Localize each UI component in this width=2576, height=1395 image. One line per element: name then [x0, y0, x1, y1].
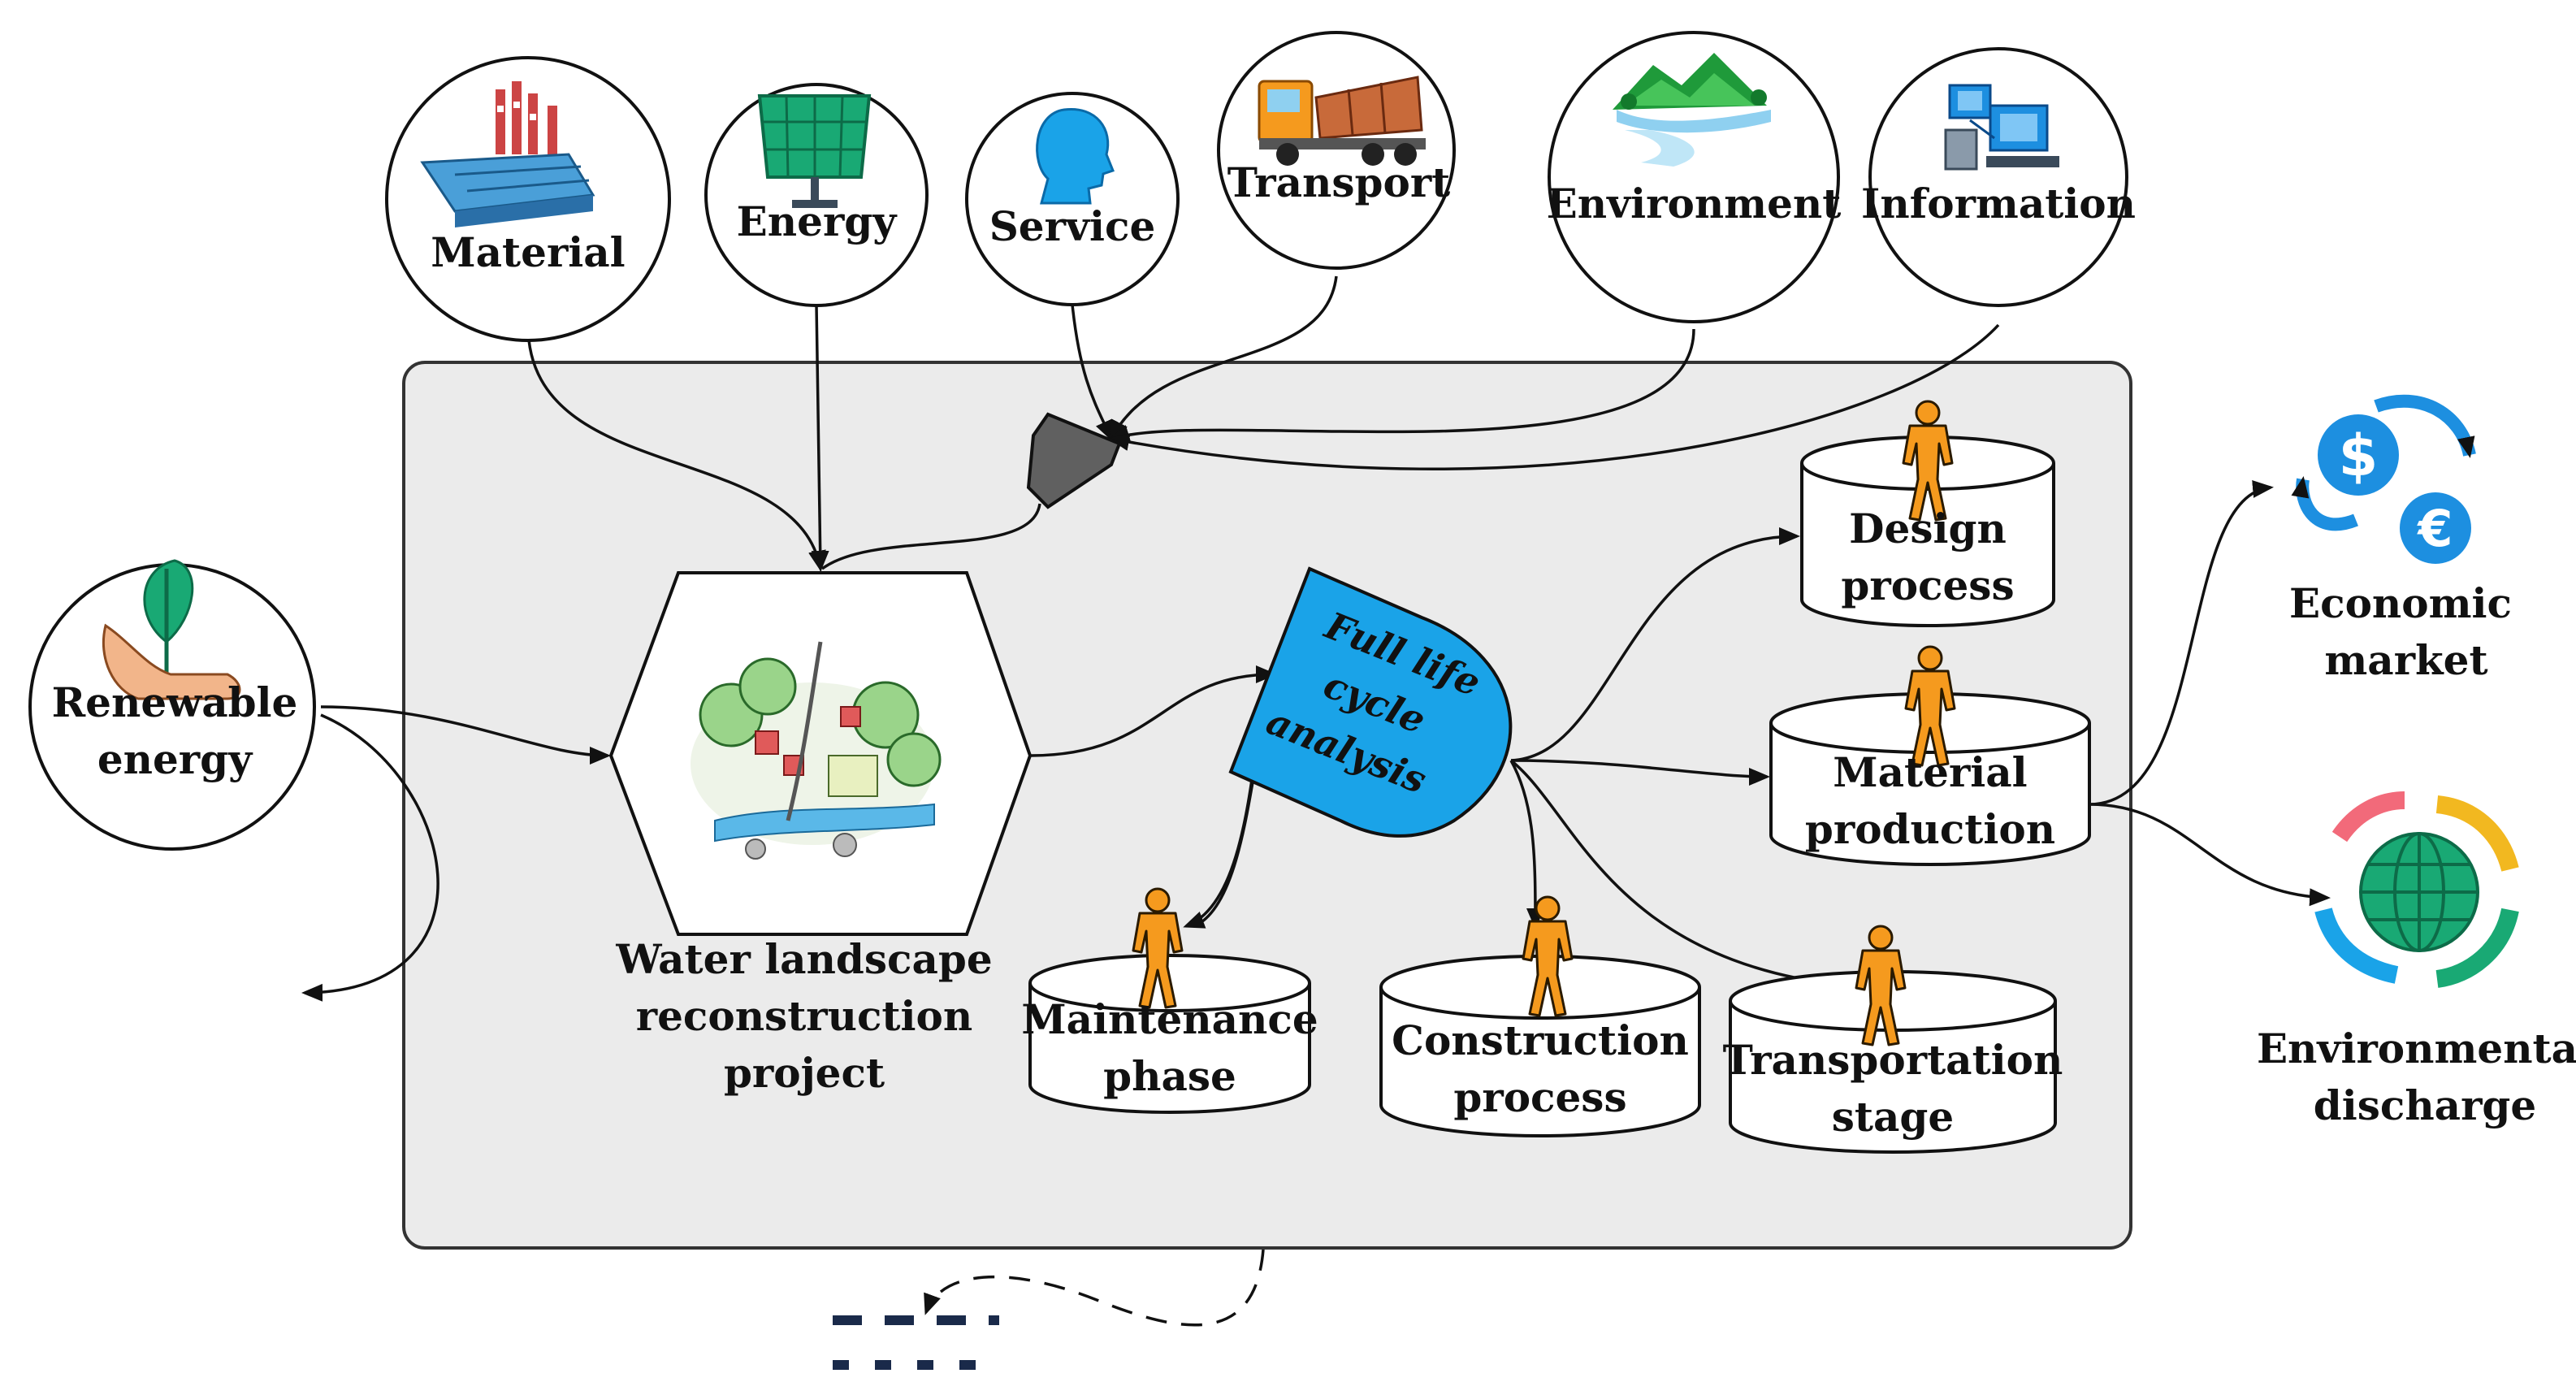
plant-in-hand-icon	[102, 559, 241, 700]
economic-label-line2: market	[2324, 636, 2487, 684]
input-transport: Transport	[1217, 31, 1456, 270]
project-label-line3: project	[724, 1049, 885, 1097]
input-material-label: Material	[431, 228, 625, 276]
project-label-line1: Water landscape	[615, 935, 992, 983]
water-landscape-project-node: Water landscape reconstruction project	[608, 571, 1033, 1097]
material-production-label-line2: production	[1805, 805, 2055, 853]
output-economic-market: $ € Economic market	[2289, 394, 2512, 684]
input-energy-label: Energy	[737, 197, 898, 245]
renewable-energy-label-line1: Renewable	[52, 678, 298, 726]
input-information: Information	[1861, 47, 2136, 307]
svg-text:$: $	[2339, 422, 2379, 489]
renewable-energy-label-line2: energy	[97, 735, 253, 783]
transportation-label-line2: stage	[1832, 1093, 1954, 1141]
project-label-line2: reconstruction	[636, 992, 972, 1040]
landscape-icon	[1613, 53, 1771, 167]
input-energy: Energy	[704, 83, 929, 307]
renewable-energy-node: Renewable energy	[28, 559, 316, 851]
stage-construction-process: Construction process	[1379, 895, 1701, 1137]
svg-text:€: €	[2416, 499, 2453, 558]
stage-design-process: Design process	[1800, 400, 2055, 627]
transportation-label-line1: Transportation	[1723, 1036, 2063, 1084]
output-environmental-discharge: Environmental discharge	[2257, 791, 2576, 1129]
construction-label-line1: Construction	[1392, 1016, 1689, 1064]
truck-icon	[1258, 76, 1426, 166]
material-production-label-line1: Material	[1833, 748, 2027, 796]
factory-icon	[420, 81, 595, 227]
head-icon	[1036, 107, 1115, 205]
stage-material-production: Material production	[1769, 645, 2091, 866]
currency-exchange-icon: $ €	[2291, 394, 2476, 564]
merge-funnel	[1026, 412, 1122, 509]
stage-transportation: Transportation stage	[1723, 925, 2063, 1154]
landscape-sketch-icon	[691, 641, 942, 860]
environmental-label-line2: discharge	[2314, 1081, 2536, 1129]
computer-icon	[1944, 84, 2059, 171]
maintenance-label-line2: phase	[1103, 1052, 1236, 1100]
environmental-label-line1: Environmental	[2257, 1025, 2576, 1072]
design-label-line2: process	[1841, 561, 2014, 609]
design-label-line1: Design	[1849, 505, 2007, 552]
input-environment: Environment	[1547, 31, 1842, 323]
construction-label-line2: process	[1453, 1073, 1626, 1121]
continuation-dashes	[833, 1315, 999, 1370]
input-transport-label: Transport	[1227, 158, 1451, 206]
input-material: Material	[385, 56, 671, 342]
maintenance-label-line1: Maintenance	[1021, 995, 1318, 1043]
economic-label-line1: Economic	[2289, 579, 2512, 627]
input-service-label: Service	[989, 202, 1156, 250]
globe-recycle-icon	[2314, 791, 2519, 988]
full-life-cycle-analysis-node: Full life cycle analysis	[1228, 566, 1513, 838]
input-information-label: Information	[1861, 180, 2136, 227]
solar-panel-icon	[757, 94, 872, 208]
input-service: Service	[965, 92, 1180, 306]
input-environment-label: Environment	[1547, 180, 1842, 227]
stage-maintenance-phase: Maintenance phase	[1021, 887, 1318, 1114]
